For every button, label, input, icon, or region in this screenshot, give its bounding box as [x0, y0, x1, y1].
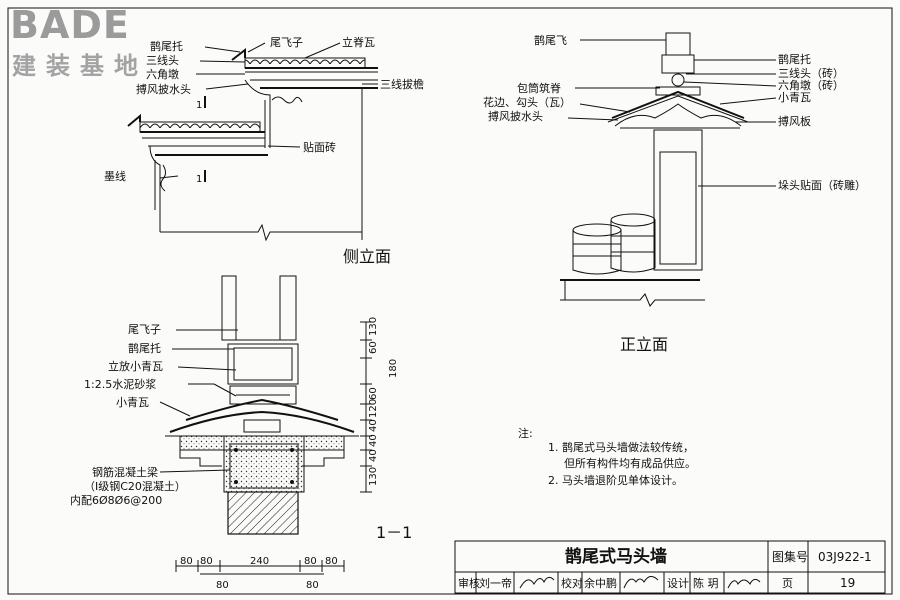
- section-mark-top: 1: [196, 100, 202, 111]
- front-label-bofeng-pishui: 搏风披水头: [488, 109, 543, 123]
- dim-b-4: 80: [325, 556, 338, 567]
- front-label-xiaoqing-wa: 小青瓦: [778, 91, 811, 104]
- notes-head: 注:: [518, 426, 533, 440]
- dim-v-2: 180: [388, 359, 399, 378]
- notes: 注: 1. 鹊尾式马头墙做法较传统， 但所有构件均有成品供应。 2. 马头墙退阶…: [518, 426, 696, 487]
- design-label: 设计: [667, 577, 689, 590]
- dim-b-low-1: 80: [306, 580, 319, 591]
- note-1-cont: 但所有构件均有成品供应。: [564, 456, 696, 470]
- dim-b-1: 80: [200, 556, 213, 567]
- front-label-bofeng-ban: 搏风板: [778, 114, 811, 128]
- dim-v-7: 40: [368, 449, 379, 462]
- front-label-liujiao-dun: 六角墩（砖）: [778, 78, 844, 92]
- side-label-bofeng-pishui: 搏风披水头: [136, 82, 191, 96]
- bade-logo: BADE 建装基地: [10, 3, 148, 80]
- side-label-sanxian-bayan: 三线拔檐: [380, 77, 424, 91]
- logo-brand: BADE: [10, 3, 130, 47]
- sec-label-weifei-zi: 尾飞子: [128, 323, 161, 336]
- dim-v-1: 60: [368, 341, 379, 354]
- section-title: 1－1: [376, 523, 412, 542]
- front-label-duotou-tiemian: 垛头贴面（砖雕）: [778, 178, 866, 192]
- side-elevation: 1 1 鹊尾托 三线头 六角墩 搏风披水头 尾飞子 立脊瓦 三线拔檐 贴面砖 墨…: [104, 35, 424, 266]
- check-label: 校对: [561, 576, 583, 590]
- dim-v-6: 40: [368, 434, 379, 447]
- front-label-quewei-fei: 鹊尾飞: [534, 33, 567, 47]
- dim-b-3: 80: [304, 556, 317, 567]
- atlas-label: 图集号: [772, 549, 808, 564]
- front-label-baotong-zhuji: 包筒筑脊: [517, 81, 561, 95]
- sec-label-lifang-wa: 立放小青瓦: [108, 359, 163, 373]
- front-elevation: 鹊尾飞 包筒筑脊 花边、勾头（瓦） 搏风披水头 鹊尾托 三线头（砖） 六角墩（砖…: [483, 32, 866, 354]
- dim-b-low-0: 80: [216, 580, 229, 591]
- page-no: 19: [840, 576, 855, 590]
- side-view-title: 侧立面: [343, 247, 391, 266]
- reviewer-signature: [519, 576, 555, 589]
- sec-label-rc-beam: 钢筋混凝土梁: [92, 465, 158, 479]
- dim-v-5: 40: [368, 419, 379, 432]
- sheet-border: [7, 7, 893, 595]
- logo-subtitle: 建装基地: [12, 52, 148, 80]
- sec-label-mortar: 1:2.5水泥砂浆: [84, 377, 156, 391]
- title-block: 鹊尾式马头墙 图集号 03J922-1 审核 刘一帝 校对 余中鹏 设计 陈 玥…: [454, 540, 886, 594]
- atlas-no: 03J922-1: [818, 550, 872, 564]
- front-view-title: 正立面: [620, 335, 668, 354]
- sec-label-quewei-tuo: 鹊尾托: [128, 341, 161, 355]
- drawing-name: 鹊尾式马头墙: [565, 546, 667, 567]
- side-label-quewei-tuo: 鹊尾托: [150, 39, 183, 53]
- review-label: 审核: [458, 576, 480, 590]
- dim-v-0: 130: [368, 317, 379, 336]
- note-2: 2. 马头墙退阶见单体设计。: [548, 473, 683, 487]
- side-label-weifei-zi: 尾飞子: [270, 36, 303, 49]
- dim-v-4: 120: [368, 399, 379, 418]
- front-label-huabian-goutou: 花边、勾头（瓦）: [483, 96, 571, 109]
- side-label-sanxian-tou: 三线头: [146, 53, 179, 67]
- front-label-sanxian-tou: 三线头（砖）: [778, 66, 844, 80]
- note-1: 1. 鹊尾式马头墙做法较传统，: [548, 440, 694, 454]
- dim-b-2: 240: [250, 556, 269, 567]
- side-label-tiemian-zhuan: 贴面砖: [303, 140, 336, 154]
- front-label-quewei-tuo: 鹊尾托: [778, 52, 811, 66]
- checker-name: 余中鹏: [584, 576, 617, 590]
- dim-v-8: 130: [368, 467, 379, 486]
- section-1-1: 130 60 180 60 120 40 40 40 130 80 80 240…: [70, 275, 412, 591]
- checker-signature: [623, 576, 659, 589]
- designer-name: 陈 玥: [693, 576, 719, 590]
- designer-signature: [727, 578, 761, 589]
- side-label-liujiao-dun: 六角墩: [146, 67, 179, 81]
- side-label-moxian: 墨线: [104, 169, 126, 183]
- section-mark-bottom: 1: [196, 174, 202, 185]
- page-label: 页: [782, 577, 793, 590]
- sec-label-xiaoqing-wa: 小青瓦: [116, 396, 149, 409]
- sec-label-rebar: 内配6Ø8Ø6@200: [70, 493, 162, 507]
- reviewer-name: 刘一帝: [479, 576, 512, 590]
- dim-b-0: 80: [180, 556, 193, 567]
- side-label-liji-wa: 立脊瓦: [342, 35, 375, 49]
- sec-label-concrete-grade: （I级钢C20混凝土）: [84, 479, 186, 493]
- dim-v-3: 60: [368, 387, 379, 400]
